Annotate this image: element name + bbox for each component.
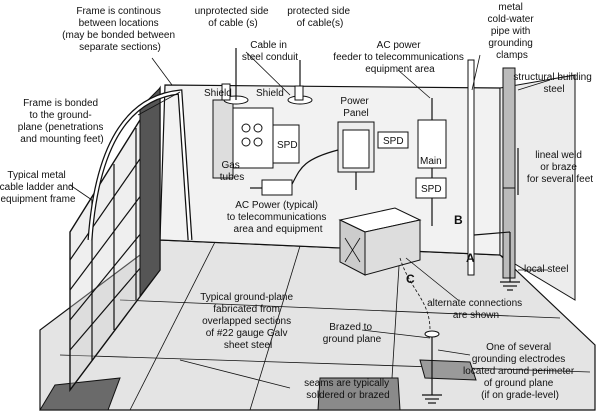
label-electrodes: One of several grounding electrodes loca… <box>463 342 577 401</box>
label-frame-continuous: Frame is continous between locations (ma… <box>62 6 178 53</box>
label-lineal-weld: lineal weld or braze for several feet <box>527 150 593 185</box>
label-ac-power-typical: AC Power (typical) to telecommunications… <box>227 200 329 235</box>
label-structural-steel: structural building steel <box>513 72 594 95</box>
label-cable-ladder: Typical metal cable ladder and equipment… <box>0 170 76 205</box>
label-local-steel: local steel <box>524 264 568 275</box>
label-protected: protected side of cable(s) <box>287 6 353 29</box>
label-shield-2: Shield <box>256 88 284 99</box>
label-alternate: alternate connections are shown <box>427 298 525 321</box>
label-frame-bonded: Frame is bonded to the ground- plane (pe… <box>18 98 106 145</box>
label-water-pipe: metal cold-water pipe with grounding cla… <box>488 2 537 61</box>
label-cable-conduit: Cable in steel conduit <box>242 40 298 63</box>
structural-steel <box>467 59 520 291</box>
label-shield-1: Shield <box>204 88 232 99</box>
label-spd-2: SPD <box>383 136 404 147</box>
label-spd-1: SPD <box>277 140 298 151</box>
label-main: Main <box>420 156 442 167</box>
label-gas-tubes: Gas tubes <box>220 160 244 183</box>
label-power-panel: Power Panel <box>340 96 371 119</box>
ground-plane-seams <box>39 241 591 411</box>
label-spd-3: SPD <box>421 184 442 195</box>
label-point-b: B <box>454 213 463 227</box>
back-wall <box>159 84 501 256</box>
right-wall <box>499 74 576 301</box>
ground-electrode <box>422 330 442 404</box>
equipment-cabinet <box>338 207 422 276</box>
power-panel <box>250 121 409 196</box>
leader-lines <box>69 51 551 389</box>
label-seams: seams are typically soldered or brazed <box>304 378 392 401</box>
label-point-c: C <box>406 272 415 286</box>
label-ac-feeder: AC power feeder to telecommunications eq… <box>333 40 466 75</box>
label-ground-plane: Typical ground-plane fabricated from ove… <box>200 292 296 351</box>
cable-ladder-frame <box>69 85 193 393</box>
label-point-a: A <box>466 251 475 265</box>
label-brazed: Brazed to ground plane <box>323 322 382 345</box>
alternate-connection <box>399 257 431 331</box>
protector-assembly <box>212 48 313 179</box>
main-panel <box>415 98 447 226</box>
label-unprotected: unprotected side of cable (s) <box>195 6 272 29</box>
